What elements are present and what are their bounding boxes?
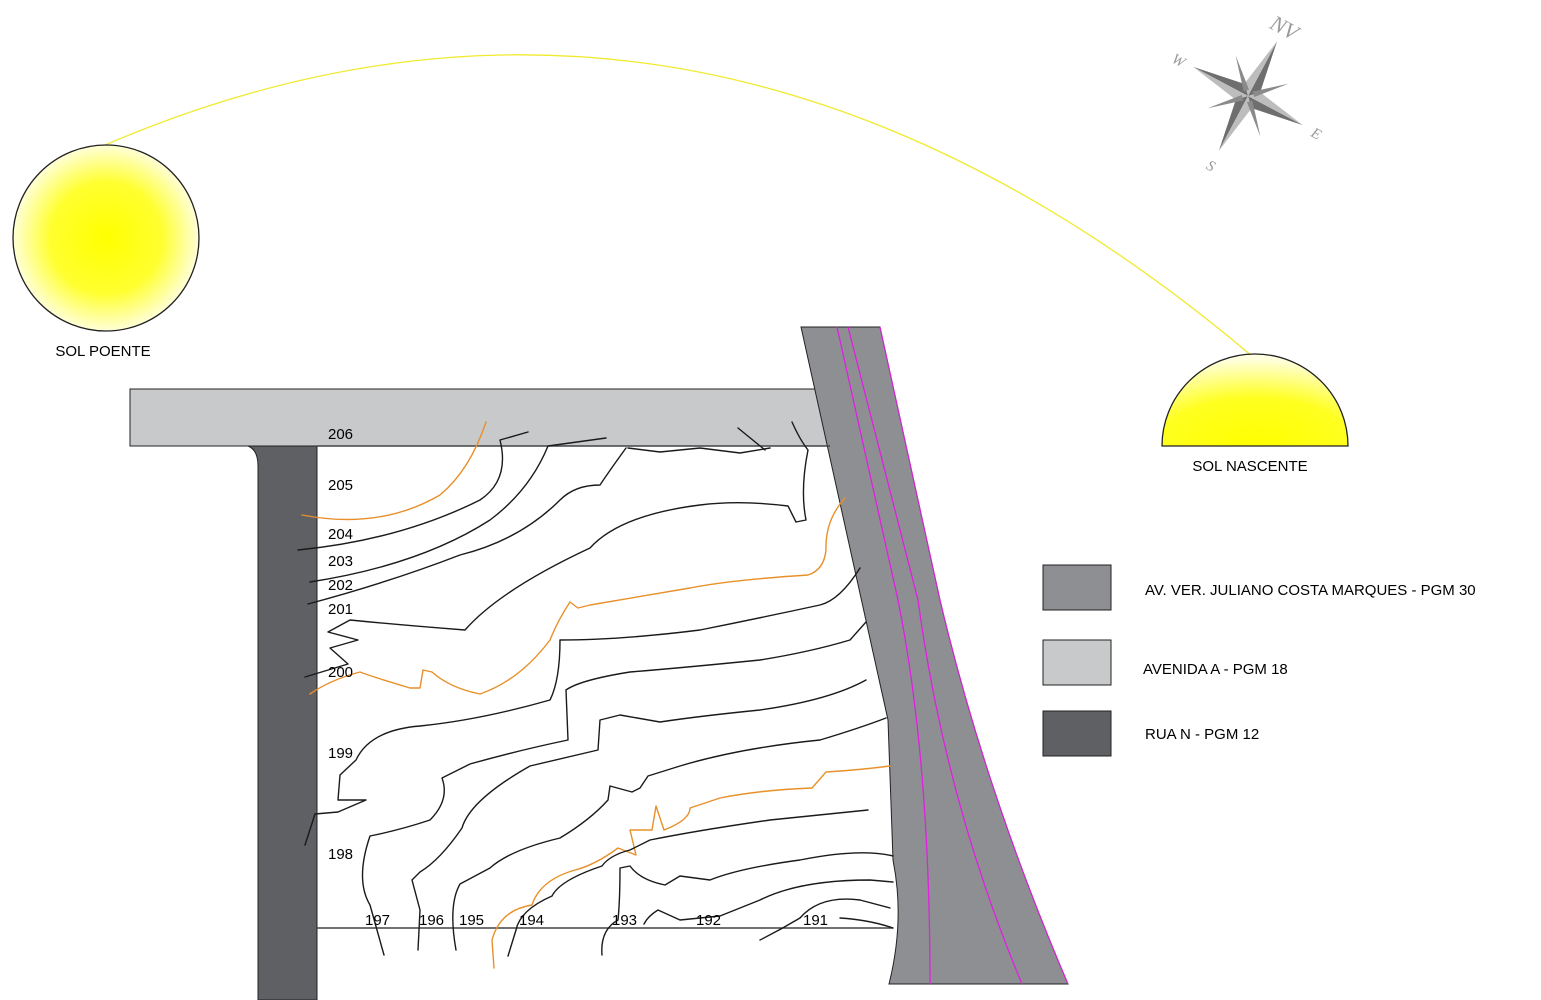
contour-line (452, 717, 887, 951)
contour-lines (297, 421, 894, 969)
contour-label: 195 (459, 912, 484, 929)
av-juliano-edge-line (879, 326, 1069, 985)
contour-line (601, 852, 894, 956)
contour-line-major (309, 497, 846, 695)
contour-line (307, 447, 627, 605)
contour-line (759, 898, 891, 941)
contour-labels-left: 206 205 204 203 202 201 200 199 198 (328, 426, 353, 863)
contour-line-major (301, 421, 487, 521)
sunset-label: SOL POENTE (55, 343, 150, 360)
legend-label: RUA N - PGM 12 (1145, 726, 1259, 743)
contour-label: 206 (328, 426, 353, 443)
contour-label: 201 (328, 601, 353, 618)
sunset-sun: SOL POENTE (12, 144, 200, 360)
contour-line (309, 437, 607, 583)
contour-label: 203 (328, 553, 353, 570)
legend: AV. VER. JULIANO COSTA MARQUES - PGM 30 … (1042, 564, 1476, 757)
legend-item-avenida-a: AVENIDA A - PGM 18 (1042, 639, 1288, 686)
contour-label: 196 (419, 912, 444, 929)
contour-label: 199 (328, 745, 353, 762)
roads (129, 326, 1069, 1000)
contour-label: 197 (365, 912, 390, 929)
sunrise-sun-icon (1161, 353, 1349, 447)
contour-label: 200 (328, 664, 353, 681)
contour-label: 204 (328, 526, 353, 543)
legend-label: AV. VER. JULIANO COSTA MARQUES - PGM 30 (1145, 582, 1476, 599)
av-juliano-lane-line (847, 326, 1023, 985)
contour-line (304, 567, 861, 846)
compass-west-label: W (1169, 51, 1189, 72)
compass-south-label: S (1203, 158, 1218, 176)
contour-label: 198 (328, 846, 353, 863)
legend-swatch (1042, 710, 1112, 757)
compass-star-icon (1193, 41, 1303, 151)
legend-label: AVENIDA A - PGM 18 (1143, 661, 1288, 678)
legend-swatch (1042, 564, 1112, 611)
contour-labels-bottom: 197 196 195 194 193 192 191 (365, 912, 828, 929)
sunset-sun-icon (12, 144, 200, 332)
compass-rose: NV W E S (1169, 9, 1324, 176)
contour-line (361, 621, 867, 956)
contour-line-major (491, 765, 891, 969)
lot-boundary (317, 445, 893, 929)
rua-n-road (247, 445, 318, 1000)
legend-swatch (1042, 639, 1112, 686)
contour-label: 202 (328, 577, 353, 594)
sun-path-arc (104, 54, 1253, 357)
sunrise-sun: SOL NASCENTE (1161, 353, 1349, 475)
contour-label: 193 (612, 912, 637, 929)
compass-east-label: E (1307, 125, 1323, 144)
contour-label: 194 (519, 912, 544, 929)
contour-line (839, 917, 894, 929)
contour-line (643, 879, 894, 925)
contour-line (297, 431, 529, 551)
contour-line (304, 421, 809, 678)
legend-item-rua-n: RUA N - PGM 12 (1042, 710, 1259, 757)
contour-line (411, 679, 867, 951)
contour-label: 191 (803, 912, 828, 929)
legend-item-av-juliano: AV. VER. JULIANO COSTA MARQUES - PGM 30 (1042, 564, 1476, 611)
av-juliano-lane-line (836, 326, 931, 985)
compass-north-label: NV (1265, 9, 1305, 46)
sunrise-label: SOL NASCENTE (1192, 458, 1307, 475)
contour-line (507, 809, 869, 957)
avenida-a-road (129, 388, 836, 447)
contour-label: 192 (696, 912, 721, 929)
contour-label: 205 (328, 477, 353, 494)
